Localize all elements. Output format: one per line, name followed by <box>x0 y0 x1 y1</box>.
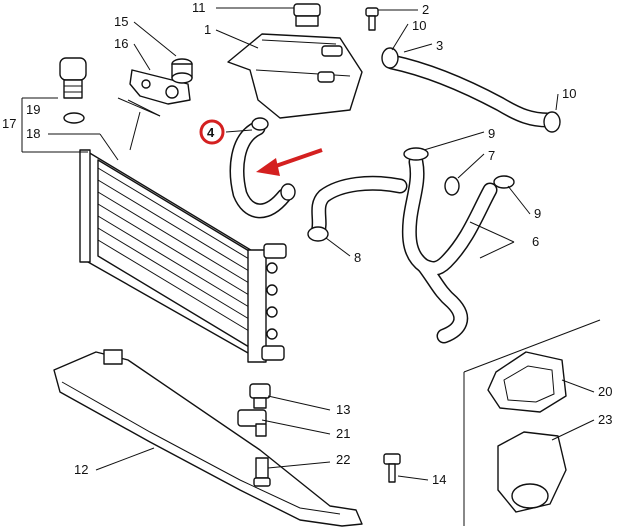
thermostat-23 <box>497 431 567 513</box>
bolt-22 <box>253 457 271 487</box>
inset-frame <box>463 319 601 526</box>
hose-clamp-9b <box>493 175 515 189</box>
hose-4 <box>229 117 296 219</box>
hose-clamp-7 <box>444 176 460 196</box>
sensor-21 <box>237 409 267 437</box>
callout-22: 22 <box>336 452 350 467</box>
callout-3: 3 <box>436 38 443 53</box>
highlight-arrow <box>256 148 323 176</box>
callout-7: 7 <box>488 148 495 163</box>
hose-8 <box>307 175 408 242</box>
callout-17: 17 <box>2 116 16 131</box>
callout-9-lower: 9 <box>534 206 541 221</box>
hose-clamp-9a <box>403 147 429 161</box>
callout-20: 20 <box>598 384 612 399</box>
leader-lines <box>95 7 595 481</box>
callout-9-upper: 9 <box>488 126 495 141</box>
callout-12: 12 <box>74 462 88 477</box>
callout-14: 14 <box>432 472 446 487</box>
callout-10-right: 10 <box>562 86 576 101</box>
hose-clamp-10a <box>381 47 399 69</box>
callout-10-upper: 10 <box>412 18 426 33</box>
screw-14 <box>383 453 401 483</box>
callout-8: 8 <box>354 250 361 265</box>
radiator <box>79 149 287 363</box>
callout-18: 18 <box>26 126 40 141</box>
crossmember-12 <box>53 349 363 527</box>
callout-11: 11 <box>192 0 206 15</box>
callout-16: 16 <box>114 36 128 51</box>
callout-1: 1 <box>204 22 211 37</box>
hose-clamp-10b <box>543 111 561 133</box>
bracket-16 <box>129 69 191 105</box>
callout-13: 13 <box>336 402 350 417</box>
radiator-cap-19 <box>59 57 87 99</box>
callout-19: 19 <box>26 102 40 117</box>
radiator-callout-lines <box>21 97 161 161</box>
thermostat-housing-20 <box>487 351 567 413</box>
callout-2: 2 <box>422 2 429 17</box>
expansion-tank-1 <box>227 33 363 119</box>
callout-4: 4 <box>207 125 215 140</box>
hose-3 <box>384 54 556 128</box>
grommet-15 <box>171 58 193 84</box>
hose-assembly-6 <box>401 154 498 344</box>
seal-ring-18 <box>63 112 85 124</box>
callout-23: 23 <box>598 412 612 427</box>
callout-4-highlight-ring <box>199 119 225 145</box>
callout-6: 6 <box>532 234 539 249</box>
screw-2 <box>365 7 379 31</box>
callout-15: 15 <box>114 14 128 29</box>
mount-13 <box>249 383 271 409</box>
callout-labels: 1 11 2 10 3 10 15 16 17 19 18 4 9 7 9 6 … <box>2 0 612 487</box>
callout-21: 21 <box>336 426 350 441</box>
tank-cap-11 <box>293 3 321 27</box>
